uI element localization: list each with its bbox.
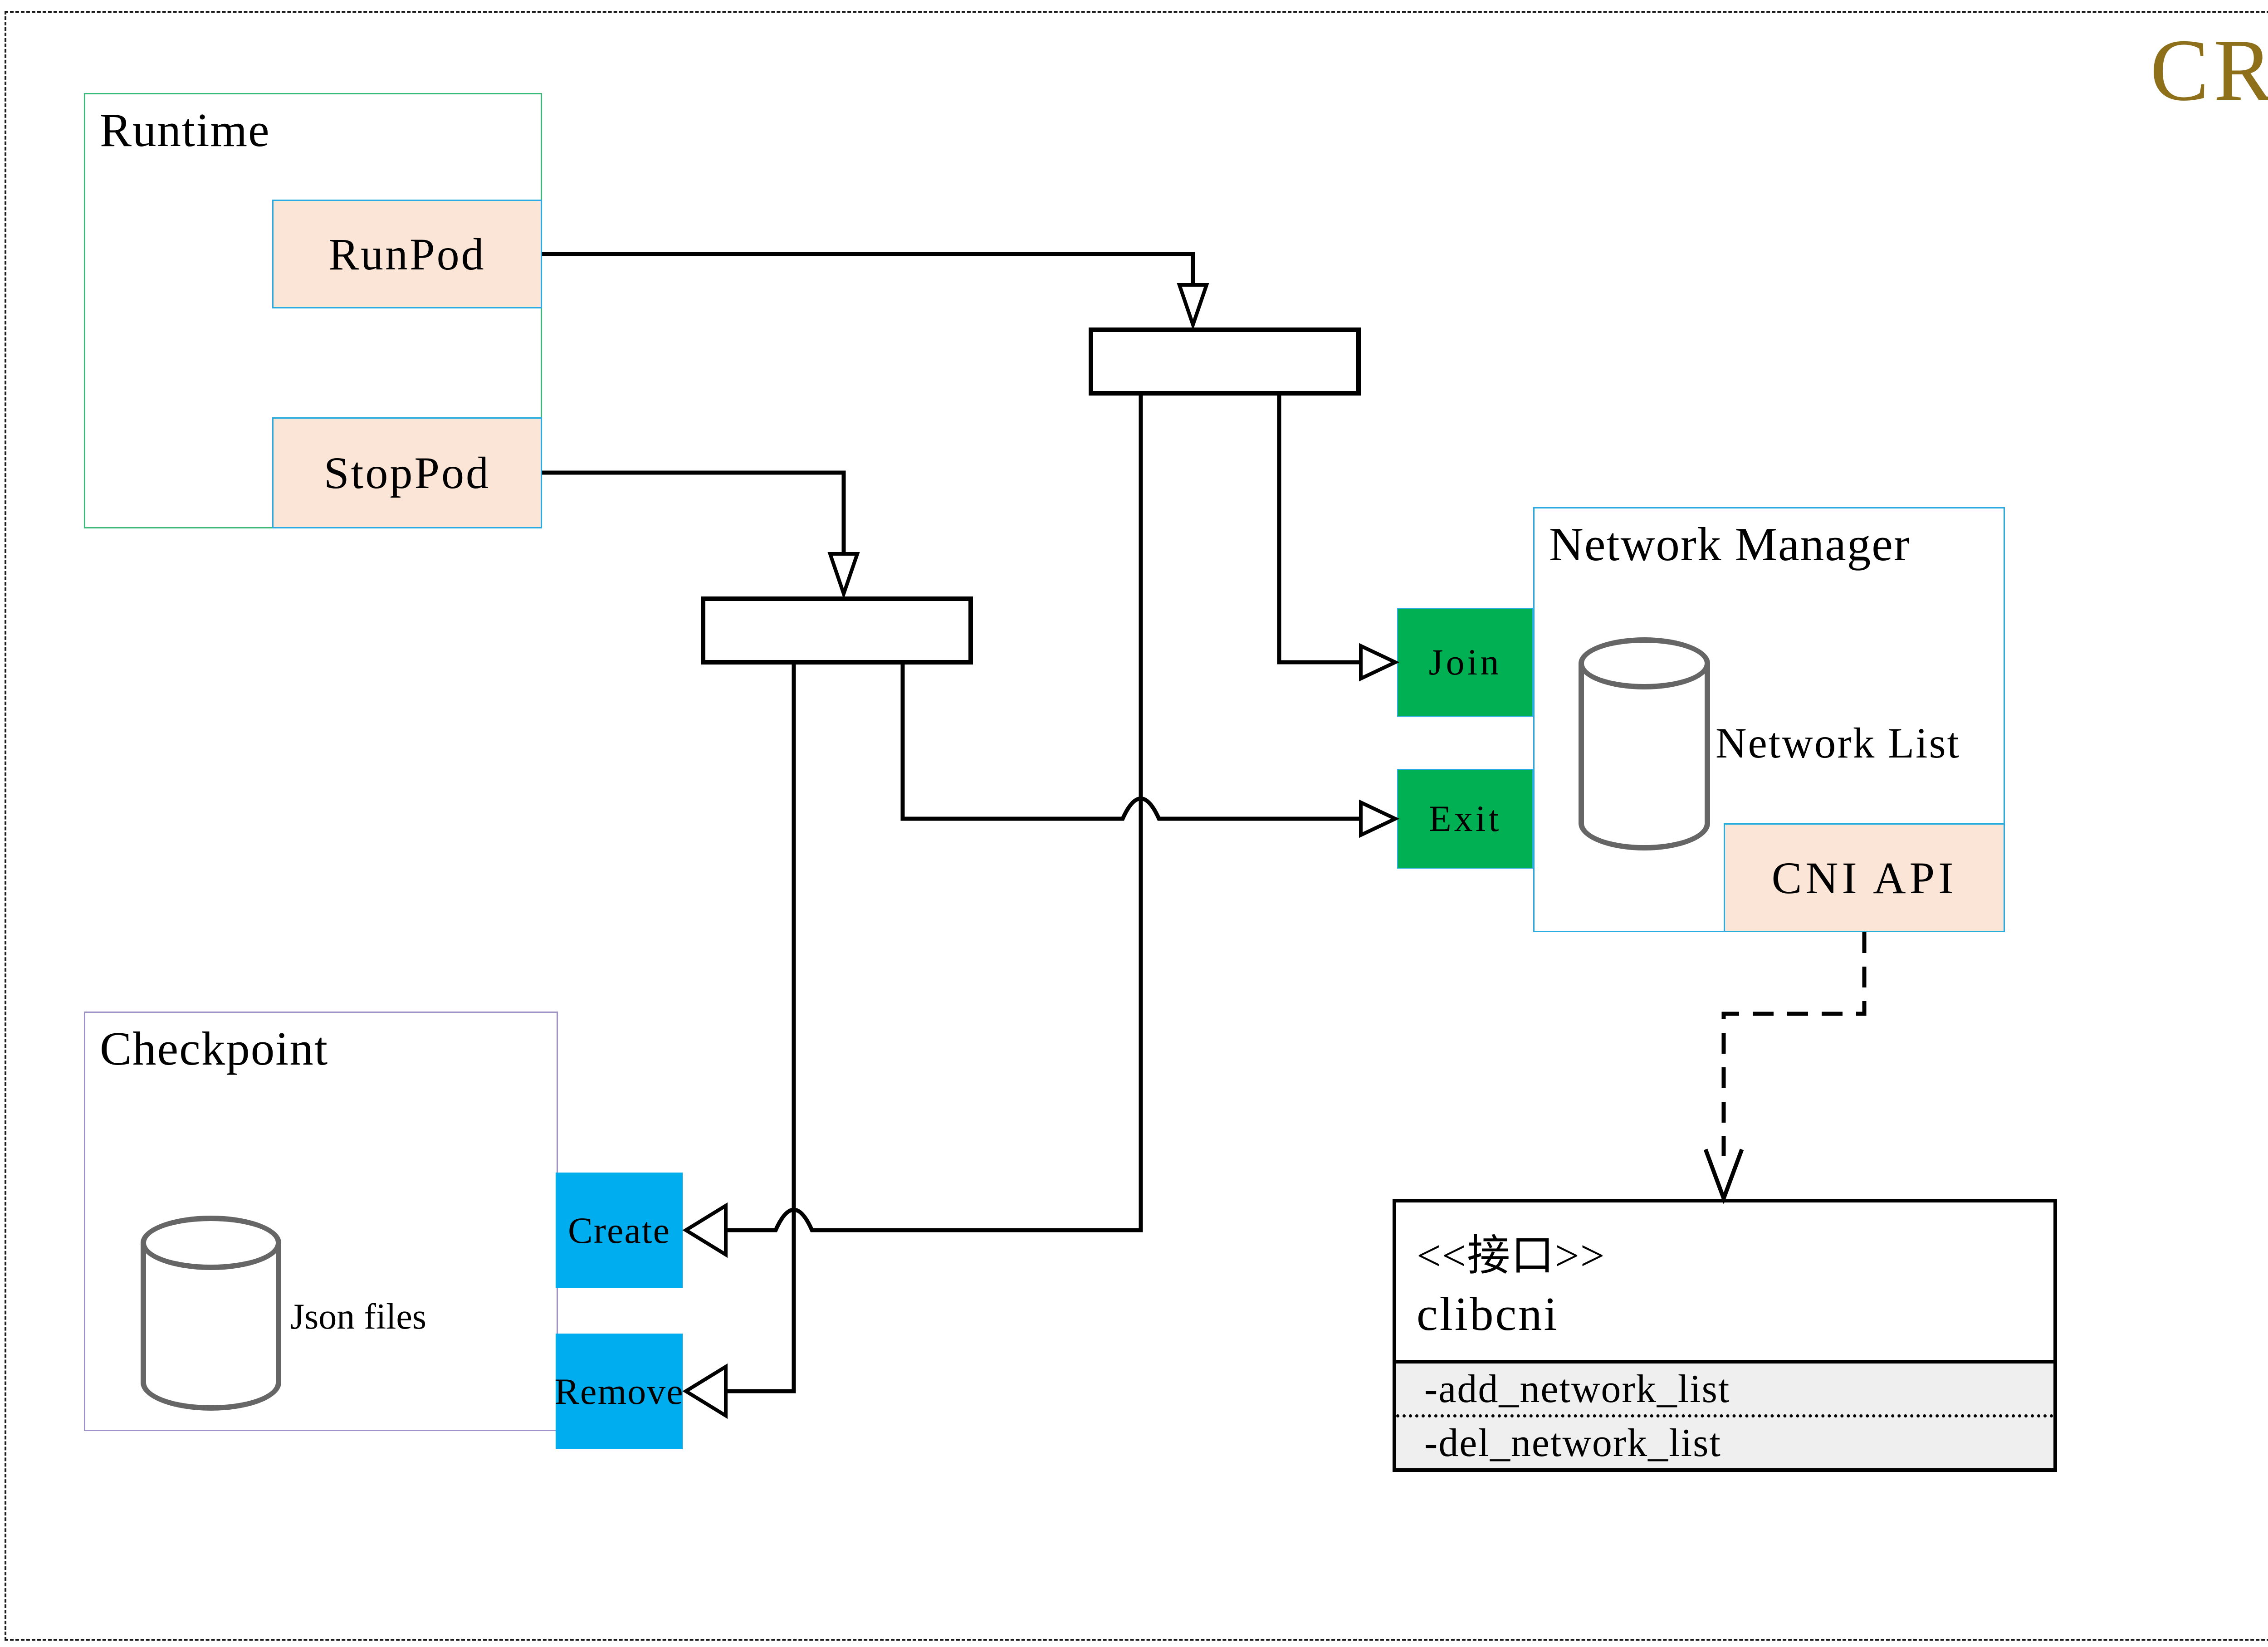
json-files-database-icon bbox=[141, 1216, 281, 1411]
method-del-network-list: -del_network_list bbox=[1424, 1421, 1721, 1465]
create-node: Create bbox=[556, 1173, 683, 1288]
network-list-label: Network List bbox=[1716, 719, 1960, 767]
stoppod-node: StopPod bbox=[272, 417, 542, 528]
network-list-database-icon-cap bbox=[1579, 637, 1710, 689]
clibcni-method-list: -add_network_list -del_network_list bbox=[1396, 1360, 2053, 1468]
runtime-box-title: Runtime bbox=[100, 103, 270, 156]
diagram-title: CRI bbox=[2150, 21, 2268, 119]
arrow-box1-to-create-line bbox=[727, 395, 1143, 1232]
arrow-stoppod-to-box2-line bbox=[542, 470, 846, 553]
cni-api-node: CNI API bbox=[1724, 823, 2005, 932]
arrow-box1-to-join-line bbox=[1277, 395, 1360, 665]
json-files-database-icon-cap bbox=[141, 1216, 281, 1270]
arrow-cniapi-to-clibcni-line bbox=[1721, 932, 1867, 1156]
arrow-stoppod-to-box2-head bbox=[827, 552, 860, 600]
runpod-node: RunPod bbox=[272, 200, 542, 308]
pod-process-box-1 bbox=[1089, 327, 1361, 396]
method-add-network-list: -add_network_list bbox=[1396, 1364, 2053, 1417]
arrow-box2-to-remove-line bbox=[727, 665, 796, 1393]
exit-node: Exit bbox=[1397, 769, 1533, 869]
arrow-runpod-to-box1-line bbox=[542, 252, 1195, 284]
arrow-box2-to-exit-line bbox=[900, 665, 1360, 821]
checkpoint-box-title: Checkpoint bbox=[100, 1022, 329, 1075]
clibcni-interface-header: <<接口>> clibcni bbox=[1396, 1202, 2053, 1360]
network-list-database-icon bbox=[1579, 637, 1710, 850]
arrow-box1-to-join-head bbox=[1359, 643, 1400, 682]
join-node: Join bbox=[1397, 608, 1533, 717]
json-files-label: Json files bbox=[290, 1297, 426, 1337]
arrow-cniapi-to-clibcni-head bbox=[1703, 1149, 1744, 1204]
arrow-runpod-to-box1-head bbox=[1177, 283, 1209, 331]
network-list-database-icon-body bbox=[1579, 664, 1710, 850]
interface-stereotype-label: <<接口>> bbox=[1417, 1232, 1606, 1280]
arrow-box1-to-create-head bbox=[682, 1202, 728, 1258]
interface-name-label: clibcni bbox=[1417, 1287, 1559, 1340]
pod-process-box-2 bbox=[701, 596, 973, 665]
arrow-box2-to-remove-head bbox=[682, 1363, 728, 1419]
arrow-box2-to-exit-head bbox=[1359, 799, 1400, 838]
network-manager-box-title: Network Manager bbox=[1549, 518, 1911, 571]
clibcni-interface-box: <<接口>> clibcni -add_network_list -del_ne… bbox=[1393, 1199, 2057, 1472]
remove-node: Remove bbox=[554, 1334, 683, 1449]
